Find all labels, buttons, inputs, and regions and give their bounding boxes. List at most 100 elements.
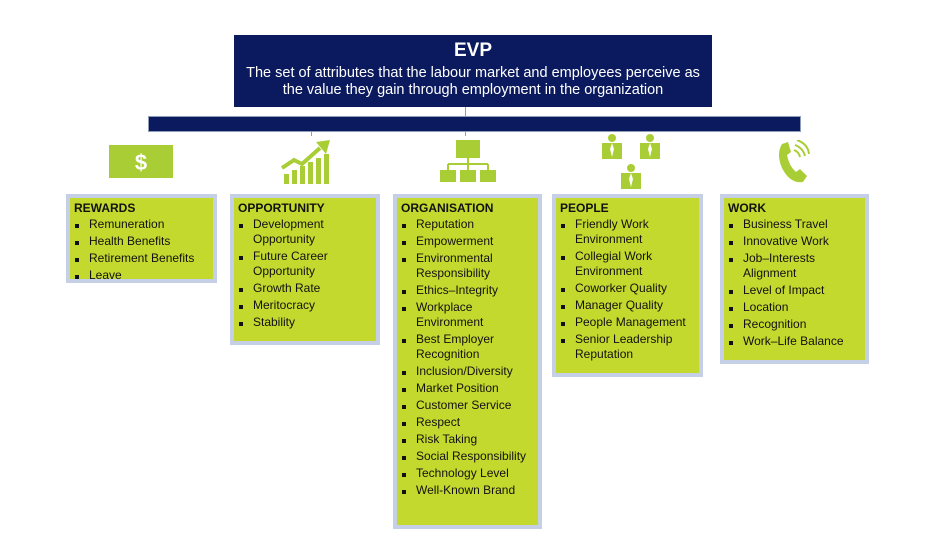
bullet-icon <box>561 305 565 309</box>
org-chart-icon <box>440 140 496 182</box>
category-title: ORGANISATION <box>401 201 494 215</box>
category-list: Reputation Empowerment Environmental Res… <box>401 217 532 498</box>
category-list: Friendly Work Environment Collegial Work… <box>560 217 693 362</box>
list-item: Development Opportunity <box>238 217 370 247</box>
list-item: Reputation <box>401 217 532 232</box>
list-item: Workplace Environment <box>401 300 532 330</box>
bullet-icon <box>729 307 733 311</box>
list-item: Recognition <box>728 317 859 332</box>
bullet-icon <box>239 256 243 260</box>
bullet-icon <box>402 241 406 245</box>
bullet-icon <box>402 258 406 262</box>
category-title: REWARDS <box>74 201 136 215</box>
list-item: Senior Leadership Reputation <box>560 332 693 362</box>
bullet-icon <box>402 371 406 375</box>
list-item: Remuneration <box>74 217 207 232</box>
category-title: OPPORTUNITY <box>238 201 325 215</box>
bullet-icon <box>75 275 79 279</box>
list-item: Well-Known Brand <box>401 483 532 498</box>
category-list: Development Opportunity Future Career Op… <box>238 217 370 330</box>
list-item: Ethics–Integrity <box>401 283 532 298</box>
list-item: Coworker Quality <box>560 281 693 296</box>
category-card-work: WORK Business Travel Innovative Work Job… <box>720 194 869 364</box>
bullet-icon <box>75 224 79 228</box>
list-item: Manager Quality <box>560 298 693 313</box>
bullet-icon <box>239 305 243 309</box>
category-title: PEOPLE <box>560 201 609 215</box>
bullet-icon <box>729 324 733 328</box>
list-item: Meritocracy <box>238 298 370 313</box>
list-item: Job–Interests Alignment <box>728 251 859 281</box>
bullet-icon <box>75 241 79 245</box>
bar-tick <box>465 132 466 136</box>
category-list: Remuneration Health Benefits Retirement … <box>74 217 207 283</box>
bullet-icon <box>561 322 565 326</box>
list-item: Health Benefits <box>74 234 207 249</box>
bullet-icon <box>729 241 733 245</box>
bullet-icon <box>239 288 243 292</box>
bullet-icon <box>561 224 565 228</box>
bullet-icon <box>402 290 406 294</box>
bullet-icon <box>402 439 406 443</box>
bullet-icon <box>402 422 406 426</box>
bullet-icon <box>402 473 406 477</box>
category-list: Business Travel Innovative Work Job–Inte… <box>728 217 859 349</box>
list-item: Technology Level <box>401 466 532 481</box>
list-item: Stability <box>238 315 370 330</box>
bullet-icon <box>729 258 733 262</box>
bullet-icon <box>402 224 406 228</box>
growth-chart-icon <box>280 140 330 184</box>
bullet-icon <box>239 322 243 326</box>
list-item: Growth Rate <box>238 281 370 296</box>
list-item: Collegial Work Environment <box>560 249 693 279</box>
category-card-people: PEOPLE Friendly Work Environment Collegi… <box>552 194 703 377</box>
list-item: Retirement Benefits <box>74 251 207 266</box>
category-card-opportunity: OPPORTUNITY Development Opportunity Futu… <box>230 194 380 345</box>
category-bar <box>148 116 801 132</box>
category-title: WORK <box>728 201 766 215</box>
phone-icon <box>779 140 810 183</box>
svg-text:$: $ <box>135 150 147 175</box>
people-icon <box>602 134 660 189</box>
bullet-icon <box>239 224 243 228</box>
header-connector <box>465 107 466 116</box>
bullet-icon <box>402 405 406 409</box>
bullet-icon <box>729 290 733 294</box>
dollar-icon: $ <box>109 145 173 178</box>
category-card-organisation: ORGANISATION Reputation Empowerment Envi… <box>393 194 542 529</box>
list-item: Inclusion/Diversity <box>401 364 532 379</box>
list-item: Respect <box>401 415 532 430</box>
bullet-icon <box>402 490 406 494</box>
list-item: Location <box>728 300 859 315</box>
bullet-icon <box>729 341 733 345</box>
list-item: Environmental Responsibility <box>401 251 532 281</box>
list-item: Customer Service <box>401 398 532 413</box>
list-item: Level of Impact <box>728 283 859 298</box>
list-item: Empowerment <box>401 234 532 249</box>
bullet-icon <box>402 339 406 343</box>
list-item: Innovative Work <box>728 234 859 249</box>
list-item: Work–Life Balance <box>728 334 859 349</box>
bullet-icon <box>561 339 565 343</box>
list-item: Social Responsibility <box>401 449 532 464</box>
category-card-rewards: REWARDS Remuneration Health Benefits Ret… <box>66 194 217 283</box>
evp-title: EVP <box>453 40 493 61</box>
bullet-icon <box>561 256 565 260</box>
evp-header: EVP The set of attributes that the labou… <box>234 35 712 107</box>
bullet-icon <box>729 224 733 228</box>
list-item: Market Position <box>401 381 532 396</box>
bullet-icon <box>561 288 565 292</box>
list-item: Future Career Opportunity <box>238 249 370 279</box>
list-item: Best Employer Recognition <box>401 332 532 362</box>
bar-tick <box>311 132 312 136</box>
bullet-icon <box>402 456 406 460</box>
evp-definition: The set of attributes that the labour ma… <box>246 65 700 98</box>
bullet-icon <box>75 258 79 262</box>
list-item: Risk Taking <box>401 432 532 447</box>
list-item: Friendly Work Environment <box>560 217 693 247</box>
bullet-icon <box>402 307 406 311</box>
list-item: Leave <box>74 268 207 283</box>
list-item: People Management <box>560 315 693 330</box>
bullet-icon <box>402 388 406 392</box>
list-item: Business Travel <box>728 217 859 232</box>
